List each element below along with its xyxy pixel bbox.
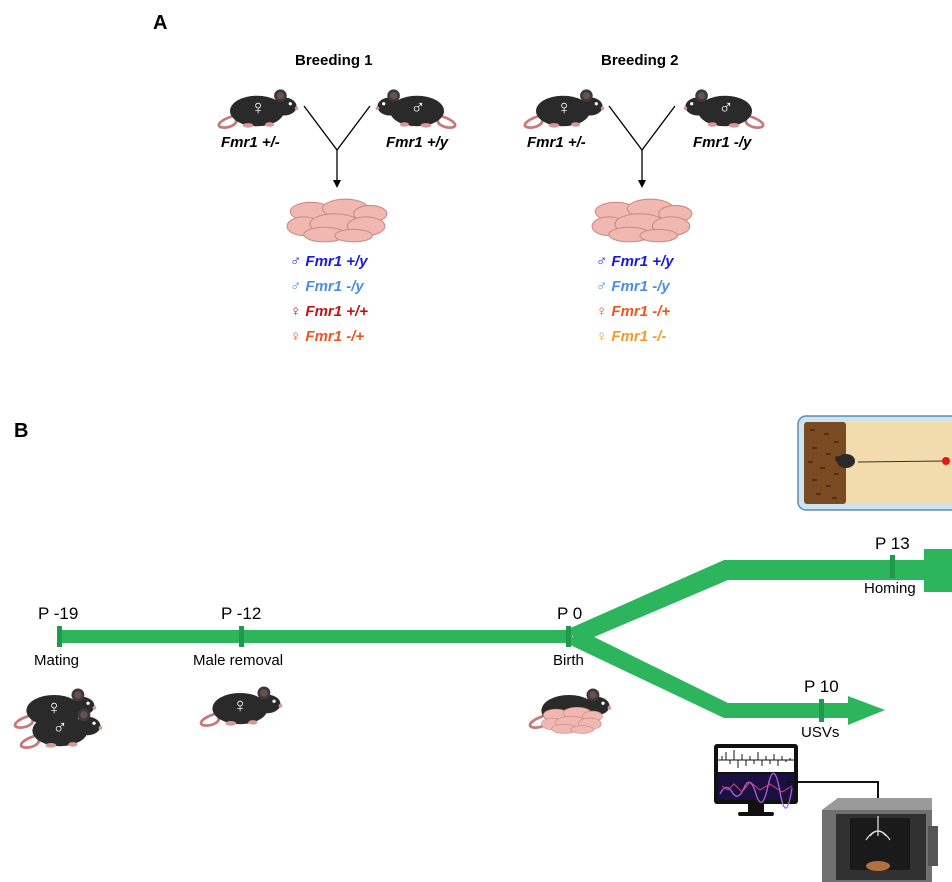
- lower-branch-head: [848, 696, 885, 725]
- offspring-genotype: Fmr1 +/+: [305, 303, 368, 320]
- mating-male-symbol: ♂: [53, 717, 68, 739]
- breeding-1-female-genotype: Fmr1 +/-: [221, 134, 280, 151]
- breeding-1-offspring-3: ♀ Fmr1 +/+: [290, 303, 368, 320]
- tick-p-12: [239, 626, 244, 647]
- event-male-removal: Male removal: [193, 652, 284, 669]
- tick-p-13: [890, 555, 895, 578]
- male-symbol: ♂: [596, 278, 608, 295]
- upper-arrowhead: [924, 549, 952, 592]
- male-symbol: ♂: [290, 253, 302, 270]
- monitor-base: [738, 812, 774, 816]
- tick-p-0: [566, 626, 571, 647]
- breeding-2-offspring-1: ♂ Fmr1 +/y: [596, 253, 674, 270]
- male-symbol: ♂: [290, 278, 302, 295]
- event-mating: Mating: [34, 652, 80, 669]
- timepoint-p-10: P 10: [804, 677, 839, 696]
- birth-pups: [541, 706, 603, 734]
- offspring-genotype: Fmr1 -/-: [611, 328, 667, 345]
- tick-p-19: [57, 626, 62, 647]
- mating-female-mouse: ♀: [13, 687, 98, 730]
- event-homing: Homing: [864, 580, 916, 597]
- panel-a-label: A: [153, 12, 168, 34]
- breeding-1-title: Breeding 1: [295, 52, 373, 69]
- timepoint-p-13: P 13: [875, 534, 910, 553]
- offspring-genotype: Fmr1 -/y: [305, 278, 364, 295]
- female-symbol: ♀: [290, 303, 302, 320]
- offspring-genotype: Fmr1 -/+: [305, 328, 365, 345]
- breeding-2-female-mouse: ♀: [523, 88, 606, 129]
- removal-female-mouse: ♀: [199, 685, 284, 728]
- breeding-1-female-symbol: ♀: [251, 97, 266, 119]
- timepoint-p-12: P -12: [221, 604, 262, 623]
- breeding-1-male-genotype: Fmr1 +/y: [386, 134, 449, 151]
- monitor-neck: [748, 804, 764, 812]
- pup-in-arena: [837, 454, 855, 468]
- usv-monitor: [714, 744, 798, 816]
- breeding-1-cross-arrow: [303, 105, 371, 188]
- offspring-genotype: Fmr1 +/y: [305, 253, 368, 270]
- breeding-2-male-mouse: ♂: [682, 88, 765, 129]
- breeding-2-offspring-4: ♀ Fmr1 -/-: [596, 328, 666, 345]
- male-symbol: ♂: [596, 253, 608, 270]
- breeding-1-male-mouse: ♂: [374, 88, 457, 129]
- timeline-arrows: [58, 549, 952, 725]
- start-point: [942, 457, 950, 465]
- offspring-genotype: Fmr1 -/+: [611, 303, 671, 320]
- timepoint-p-0: P 0: [557, 604, 583, 623]
- mating-female-symbol: ♀: [47, 697, 62, 719]
- breeding-2-offspring-2: ♂ Fmr1 -/y: [596, 278, 670, 295]
- breeding-2-female-genotype: Fmr1 +/-: [527, 134, 586, 151]
- breeding-2-male-genotype: Fmr1 -/y: [693, 134, 752, 151]
- female-symbol: ♀: [290, 328, 302, 345]
- panel-b-label: B: [14, 420, 29, 442]
- offspring-genotype: Fmr1 +/y: [611, 253, 674, 270]
- female-symbol: ♀: [596, 328, 608, 345]
- breeding-2-title: Breeding 2: [601, 52, 679, 69]
- mating-male-mouse: ♂: [19, 707, 104, 750]
- breeding-2-female-symbol: ♀: [557, 97, 572, 119]
- timeline-main-bar: [58, 630, 572, 643]
- homing-arena: [797, 415, 952, 511]
- breeding-2-male-symbol: ♂: [719, 97, 734, 119]
- removal-female-symbol: ♀: [233, 695, 248, 717]
- recording-chamber: [822, 798, 938, 882]
- timepoint-p-19: P -19: [38, 604, 79, 623]
- breeding-1-offspring-2: ♂ Fmr1 -/y: [290, 278, 364, 295]
- breeding-1-male-symbol: ♂: [411, 97, 426, 119]
- breeding-1-offspring-1: ♂ Fmr1 +/y: [290, 253, 368, 270]
- female-symbol: ♀: [596, 303, 608, 320]
- tick-p-10: [819, 699, 824, 722]
- breeding-2-offspring-3: ♀ Fmr1 -/+: [596, 303, 670, 320]
- breeding-1-female-mouse: ♀: [217, 88, 300, 129]
- offspring-genotype: Fmr1 -/y: [611, 278, 670, 295]
- upper-branch: [566, 560, 924, 643]
- timeline-ticks: [57, 555, 895, 722]
- event-usvs: USVs: [801, 724, 840, 741]
- breeding-2-cross-arrow: [608, 105, 676, 188]
- breeding-1-offspring-4: ♀ Fmr1 -/+: [290, 328, 364, 345]
- event-birth: Birth: [553, 652, 584, 669]
